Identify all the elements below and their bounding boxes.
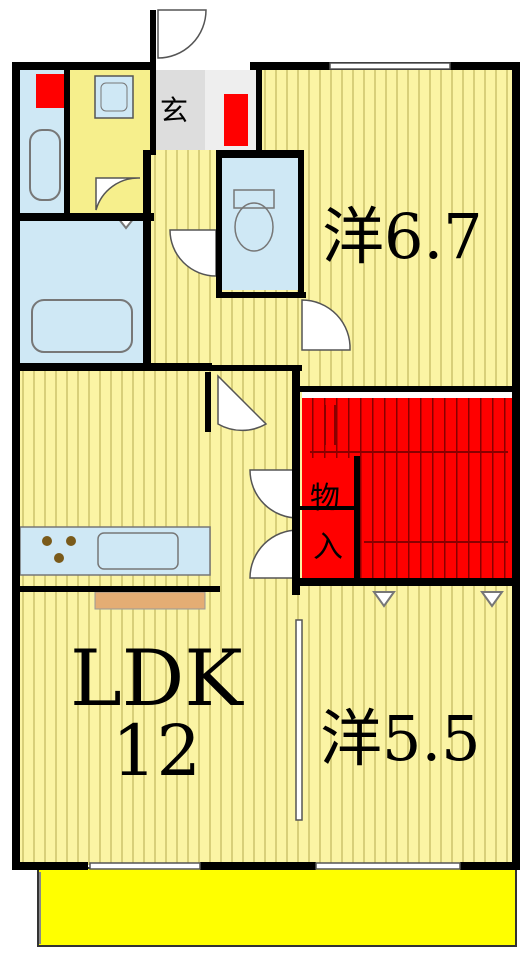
storage-label-line2: 入	[313, 530, 343, 565]
entrance-label: 玄	[160, 94, 188, 127]
western-south-label: 洋5.5	[320, 702, 481, 775]
western-north-label: 洋6.7	[322, 200, 483, 273]
stove-burner	[42, 536, 52, 546]
ldk-label-line2: 12	[112, 710, 201, 792]
kitchen-counter	[19, 526, 211, 576]
entrance-floor	[150, 70, 205, 150]
dining-counter	[94, 591, 206, 610]
storage-closet	[302, 458, 358, 584]
door-swings	[95, 9, 351, 579]
ldk-label-line1: LDK	[70, 634, 244, 724]
bathroom	[18, 213, 143, 363]
shower-fixture	[29, 129, 61, 201]
toilet-bowl	[234, 202, 274, 252]
floor-western-south	[298, 585, 512, 865]
toilet-room	[220, 155, 298, 290]
stove-burner	[66, 536, 76, 546]
storage-label-line1: 物	[310, 481, 340, 516]
entrance-shoe-closet	[224, 94, 248, 146]
toilet-tank	[233, 189, 275, 209]
washbasin-bowl	[100, 82, 128, 112]
closet-lower	[358, 506, 512, 584]
balcony	[37, 867, 517, 947]
bathtub	[31, 299, 133, 353]
stove-burner	[54, 553, 64, 563]
windows	[89, 62, 461, 870]
kitchen-sink	[97, 532, 179, 570]
